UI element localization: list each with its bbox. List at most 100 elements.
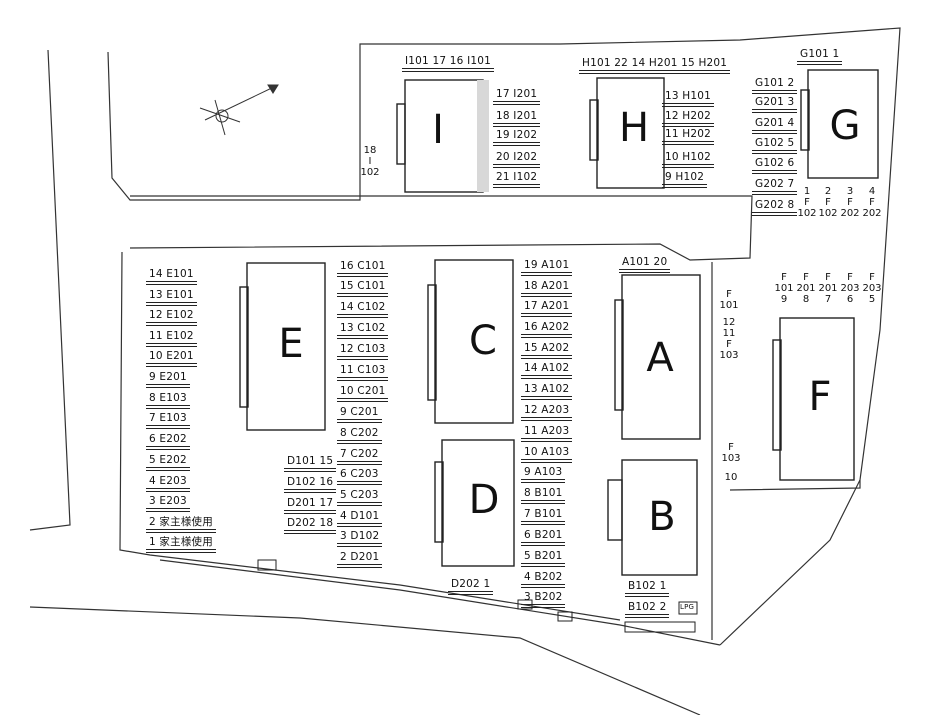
building-outlines [239, 69, 879, 576]
parking-label: A101 20 [618, 256, 671, 273]
building-g-label: G [829, 103, 861, 149]
parking-label: 4 D101 [336, 510, 383, 527]
building-f-label: F [808, 374, 832, 420]
parking-label: 10 A103 [520, 446, 573, 463]
parking-label: 18 A201 [520, 280, 573, 297]
marker-boxes [257, 559, 698, 633]
parking-label: 3 B202 [520, 591, 566, 608]
parking-label: 5 E202 [146, 454, 190, 471]
parking-label: D102 16 [283, 476, 337, 493]
parking-label: 9 E201 [146, 371, 190, 388]
parking-label: 10 E201 [146, 350, 197, 367]
parking-label: 5 C203 [337, 489, 382, 506]
parking-label: 13 E101 [146, 289, 197, 306]
parking-label: D101 15 [283, 455, 337, 472]
parking-label: 6 E202 [146, 433, 190, 450]
parking-label: 6 B201 [520, 529, 566, 546]
parking-label: 13 H101 [661, 90, 715, 107]
parking-label: D202 1 [447, 578, 494, 595]
parking-label: 17 A201 [520, 300, 573, 317]
parking-label: 5 B201 [520, 550, 566, 567]
building-c-label: C [469, 318, 497, 364]
parking-label: 1 家主様使用 [146, 536, 216, 553]
parking-label: 7 B101 [520, 508, 566, 525]
parking-label: 7 C202 [337, 448, 382, 465]
parking-label: G201 3 [751, 96, 798, 113]
parking-label: 21 I102 [492, 171, 541, 188]
parking-label: 11 A203 [520, 425, 573, 442]
building-h-label: H [618, 105, 650, 151]
building-e-label: E [278, 321, 304, 367]
parking-label: G101 1 [796, 48, 843, 65]
site-boundary [29, 27, 901, 715]
parking-label: 13 C102 [336, 322, 390, 339]
parking-label: 14 E101 [146, 268, 197, 285]
parking-label: D202 18 [283, 517, 337, 534]
parking-label: 9 C201 [337, 406, 382, 423]
parking-label: 9 A103 [520, 466, 566, 483]
parking-label: 11 C103 [336, 364, 390, 381]
parking-label: 3 E203 [146, 495, 190, 512]
parking-label: 2 家主様使用 [146, 516, 216, 533]
parking-label: G202 8 [751, 199, 798, 216]
parking-label: G201 4 [751, 117, 798, 134]
parking-label: 8 E103 [146, 392, 190, 409]
building-i-label: I [432, 107, 444, 153]
parking-label: I101 17 16 I101 [401, 55, 495, 72]
parking-label: 8 B101 [520, 487, 566, 504]
parking-label: 12 E102 [146, 309, 197, 326]
parking-label: 14 C102 [336, 301, 390, 318]
parking-label: 11 H202 [661, 128, 715, 145]
parking-label: 10 C201 [336, 385, 390, 402]
parking-label: G102 5 [751, 137, 798, 154]
parking-label: 6 C203 [337, 468, 382, 485]
parking-label: 12 A203 [520, 404, 573, 421]
parking-label: 15 A202 [520, 342, 573, 359]
parking-label: 9 H102 [661, 171, 708, 188]
parking-label: 4 B202 [520, 571, 566, 588]
parking-label: 13 A102 [520, 383, 573, 400]
parking-label: 3 D102 [336, 530, 383, 547]
parking-label: 2 D201 [336, 551, 383, 568]
lpg-marker: LPG [680, 603, 695, 611]
building-a-label: A [646, 335, 674, 381]
parking-label: 19 A101 [520, 259, 573, 276]
parking-label: 14 A102 [520, 362, 573, 379]
parking-label: 7 E103 [146, 412, 190, 429]
parking-label: 11 E102 [146, 330, 197, 347]
building-b-label: B [648, 494, 676, 540]
hatched-strip [477, 80, 489, 192]
parking-label: 18 I201 [492, 110, 541, 127]
parking-label: 16 A202 [520, 321, 573, 338]
parking-label: 20 I202 [492, 151, 541, 168]
parking-label: 12 H202 [661, 110, 715, 127]
parking-label: G202 7 [751, 178, 798, 195]
parking-label: H101 22 14 H201 15 H201 [578, 57, 731, 74]
parking-label: 10 H102 [661, 151, 715, 168]
parking-label: D201 17 [283, 497, 337, 514]
parking-label: G101 2 [751, 77, 798, 94]
compass-rose-icon [199, 84, 279, 136]
parking-label: B102 2 [624, 601, 670, 618]
parking-label: 19 I202 [492, 129, 541, 146]
parking-label: 12 C103 [336, 343, 390, 360]
parking-label: 15 C101 [336, 280, 390, 297]
parking-label: G102 6 [751, 157, 798, 174]
parking-label: 17 I201 [492, 88, 541, 105]
parking-label: B102 1 [624, 580, 670, 597]
parking-label: 8 C202 [337, 427, 382, 444]
parking-label: 16 C101 [336, 260, 390, 277]
parking-label: 4 E203 [146, 475, 190, 492]
